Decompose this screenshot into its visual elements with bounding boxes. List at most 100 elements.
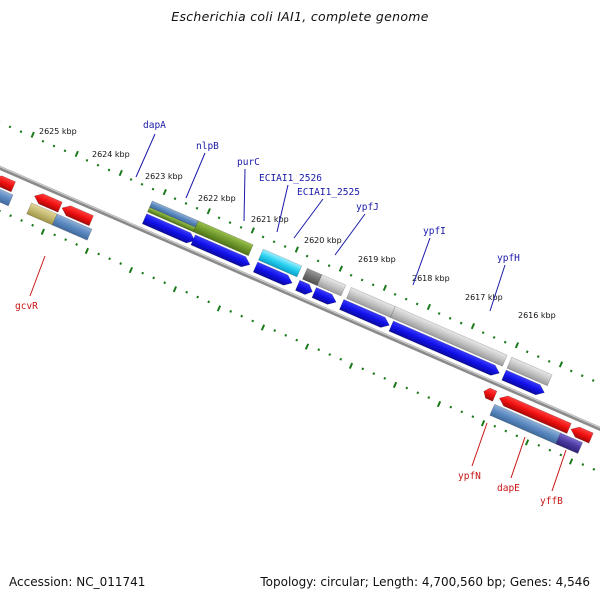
cds-reverse-arrow[interactable] bbox=[0, 173, 16, 193]
minor-tick bbox=[316, 259, 320, 263]
major-tick bbox=[118, 169, 123, 177]
minor-tick bbox=[581, 463, 585, 466]
minor-tick bbox=[173, 197, 177, 201]
major-tick bbox=[216, 305, 222, 312]
feature-block[interactable] bbox=[0, 182, 14, 207]
gene-label-dapa[interactable]: dapA bbox=[143, 120, 166, 131]
major-tick bbox=[304, 343, 310, 350]
minor-tick bbox=[361, 367, 365, 371]
cds-reverse-arrow[interactable] bbox=[32, 191, 63, 213]
tick-row-outer bbox=[0, 120, 595, 382]
gene-label-ypfj[interactable]: ypfJ bbox=[356, 202, 379, 213]
minor-tick bbox=[217, 216, 221, 220]
kbp-label: 2621 kbp bbox=[251, 215, 289, 224]
major-tick bbox=[348, 362, 354, 369]
cds-reverse-arrow[interactable] bbox=[482, 386, 498, 402]
cds-reverse-arrow[interactable] bbox=[569, 424, 594, 444]
feature-block[interactable] bbox=[316, 274, 347, 297]
minor-tick bbox=[9, 214, 12, 218]
cds-reverse-arrow[interactable] bbox=[60, 203, 94, 227]
minor-tick bbox=[63, 149, 67, 153]
minor-tick bbox=[229, 310, 233, 313]
minor-tick bbox=[580, 374, 584, 378]
label-leader bbox=[29, 255, 46, 297]
minor-tick bbox=[591, 379, 595, 382]
gene-label-ypfi[interactable]: ypfI bbox=[423, 226, 446, 237]
minor-tick bbox=[492, 336, 496, 339]
minor-tick bbox=[349, 273, 353, 277]
cds-forward-arrow[interactable] bbox=[252, 261, 294, 288]
major-tick bbox=[30, 131, 35, 138]
minor-tick bbox=[515, 434, 519, 438]
minor-tick bbox=[240, 314, 244, 318]
feature-block[interactable] bbox=[506, 356, 553, 387]
minor-tick bbox=[141, 271, 145, 275]
gene-label-eciai1-2525[interactable]: ECIAI1_2525 bbox=[297, 187, 360, 198]
cds-forward-arrow[interactable] bbox=[388, 320, 502, 378]
minor-tick bbox=[273, 329, 277, 332]
feature-block[interactable] bbox=[258, 248, 303, 278]
label-leader bbox=[510, 436, 526, 479]
minor-tick bbox=[448, 316, 452, 320]
kbp-scale: 2625 kbp 2624 kbp 2623 kbp 2622 kbp 2621… bbox=[39, 127, 556, 320]
label-leader bbox=[412, 237, 431, 286]
label-leader bbox=[551, 449, 567, 492]
minor-tick bbox=[96, 163, 100, 167]
gene-label-purc[interactable]: purC bbox=[237, 157, 260, 168]
gene-label-gcvr[interactable]: gcvR bbox=[15, 301, 38, 312]
feature-block[interactable] bbox=[555, 432, 584, 454]
cds-forward-arrow[interactable] bbox=[501, 369, 547, 398]
major-tick bbox=[392, 381, 398, 389]
gene-label-yffb[interactable]: yffB bbox=[540, 496, 563, 507]
gene-label-text-reverse: gcvR ypfN dapE yffB bbox=[15, 301, 563, 507]
cds-forward-arrow[interactable] bbox=[311, 287, 338, 307]
minor-tick bbox=[328, 353, 332, 356]
feature-block[interactable] bbox=[51, 213, 93, 241]
gene-label-ypfh[interactable]: ypfH bbox=[497, 253, 520, 264]
accession-text: Accession: NC_011741 bbox=[9, 575, 146, 589]
minor-tick bbox=[295, 338, 299, 342]
major-tick bbox=[480, 420, 486, 427]
minor-tick bbox=[184, 202, 188, 205]
gene-labels-reverse bbox=[29, 255, 567, 492]
feature-block[interactable] bbox=[192, 220, 254, 257]
cds-reverse-arrow[interactable] bbox=[497, 393, 572, 434]
minor-tick bbox=[239, 225, 243, 229]
minor-tick bbox=[569, 369, 573, 373]
gene-label-nlpb[interactable]: nlpB bbox=[196, 141, 219, 152]
major-tick bbox=[260, 324, 266, 331]
minor-tick bbox=[207, 300, 211, 304]
cds-forward-arrow[interactable] bbox=[295, 279, 314, 296]
minor-tick bbox=[64, 238, 67, 242]
major-tick bbox=[568, 458, 574, 465]
minor-tick bbox=[404, 297, 408, 301]
minor-tick bbox=[185, 290, 189, 294]
cds-forward-arrow[interactable] bbox=[141, 213, 197, 246]
cds-forward-arrow[interactable] bbox=[190, 234, 252, 270]
major-tick bbox=[74, 150, 79, 158]
minor-tick bbox=[383, 376, 387, 380]
gene-label-eciai1-2526[interactable]: ECIAI1_2526 bbox=[259, 173, 322, 184]
kbp-label: 2624 kbp bbox=[92, 150, 130, 159]
kbp-label: 2616 kbp bbox=[518, 311, 556, 320]
minor-tick bbox=[196, 295, 200, 299]
cds-forward-arrow[interactable] bbox=[339, 299, 391, 330]
gene-label-dape[interactable]: dapE bbox=[497, 483, 520, 494]
minor-tick bbox=[415, 302, 419, 306]
minor-tick bbox=[503, 340, 507, 344]
gene-label-ypfn[interactable]: ypfN bbox=[458, 471, 481, 482]
minor-tick bbox=[459, 321, 463, 325]
tick-row-inner bbox=[0, 209, 596, 471]
major-tick bbox=[162, 188, 167, 196]
minor-tick bbox=[372, 372, 376, 376]
minor-tick bbox=[151, 187, 155, 191]
feature-block[interactable] bbox=[390, 306, 508, 367]
gene-label-text-forward: dapA nlpB purC ECIAI1_2526 ECIAI1_2525 y… bbox=[143, 120, 520, 264]
kbp-label: 2619 kbp bbox=[358, 255, 396, 264]
minor-tick bbox=[251, 319, 255, 323]
major-tick bbox=[294, 246, 299, 253]
minor-tick bbox=[559, 453, 563, 457]
major-tick bbox=[514, 342, 520, 349]
minor-tick bbox=[119, 262, 123, 265]
minor-tick bbox=[317, 348, 321, 352]
